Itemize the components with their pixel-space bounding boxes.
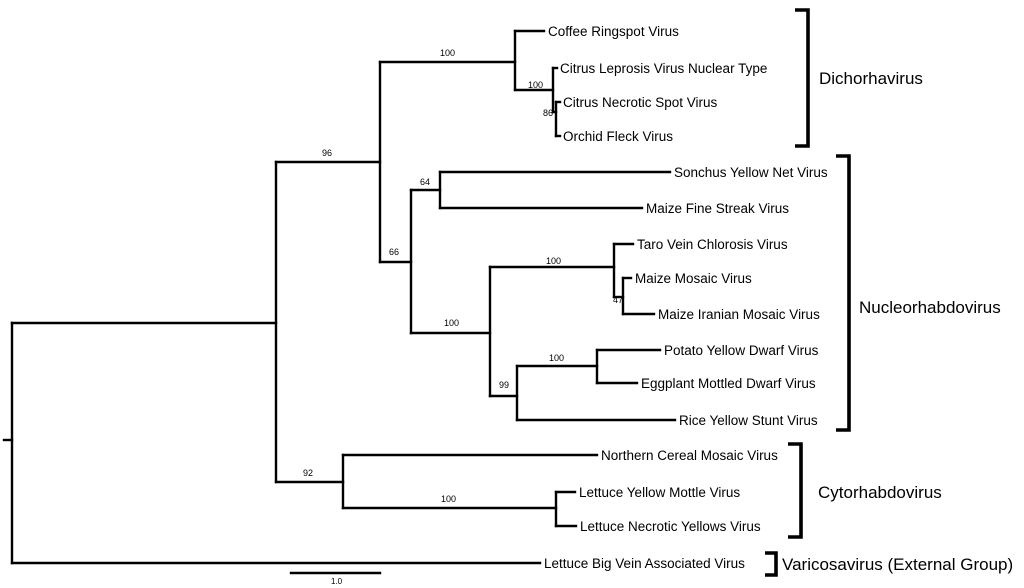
bootstrap-value: 64 [420,177,430,187]
bracket-dichorhavirus [795,8,810,148]
scale-bar-label: 1.0 [331,577,343,586]
leaf-label: Maize Iranian Mosaic Virus [658,307,820,322]
bootstrap-value: 100 [444,318,459,328]
bootstrap-value: 100 [549,353,564,363]
bootstrap-value: 100 [441,494,456,504]
bootstrap-value: 100 [528,80,543,90]
bootstrap-value: 99 [499,380,509,390]
leaf-label: Rice Yellow Stunt Virus [679,413,818,428]
bootstrap-value: 96 [322,148,332,158]
leaf-label: Northern Cereal Mosaic Virus [601,448,778,463]
leaf-label: Eggplant Mottled Dwarf Virus [641,376,816,391]
bootstrap-value: 86 [543,108,553,118]
clade-label-dichorhavirus: Dichorhavirus [819,69,923,88]
bootstrap-value: 100 [546,256,561,266]
leaf-label: Maize Fine Streak Virus [646,201,789,216]
bracket-nucleorhabdovirus [836,154,851,432]
leaf-label: Citrus Leprosis Virus Nuclear Type [560,61,767,76]
bootstrap-value: 66 [389,247,399,257]
clade-brackets [765,8,851,577]
leaf-labels: Coffee Ringspot Virus Citrus Leprosis Vi… [544,24,828,571]
leaf-label: Sonchus Yellow Net Virus [674,165,828,180]
scale-bar: 1.0 [289,571,382,586]
bracket-varicosavirus [765,551,778,577]
leaf-label: Citrus Necrotic Spot Virus [563,95,718,110]
bootstrap-value: 47 [613,295,623,305]
leaf-label: Potato Yellow Dwarf Virus [664,343,819,358]
bootstrap-value: 92 [303,468,313,478]
leaf-label: Maize Mosaic Virus [635,271,752,286]
bootstrap-value: 100 [440,48,455,58]
leaf-label: Orchid Fleck Virus [563,129,673,144]
leaf-label: Lettuce Big Vein Associated Virus [544,556,745,571]
bootstrap-values: 100 100 86 96 64 66 100 47 100 100 99 92… [303,48,623,504]
leaf-label: Taro Vein Chlorosis Virus [637,237,788,252]
clade-label-cytorhabdovirus: Cytorhabdovirus [818,483,942,502]
leaf-label: Coffee Ringspot Virus [548,24,679,39]
clade-label-nucleorhabdovirus: Nucleorhabdovirus [859,298,1001,317]
clade-label-varicosavirus: Varicosavirus (External Group) [782,555,1013,574]
clade-labels: Dichorhavirus Nucleorhabdovirus Cytorhab… [782,69,1013,574]
leaf-label: Lettuce Necrotic Yellows Virus [580,519,761,534]
leaf-label: Lettuce Yellow Mottle Virus [579,485,740,500]
bracket-cytorhabdovirus [788,442,803,539]
tree-branches [2,29,677,565]
